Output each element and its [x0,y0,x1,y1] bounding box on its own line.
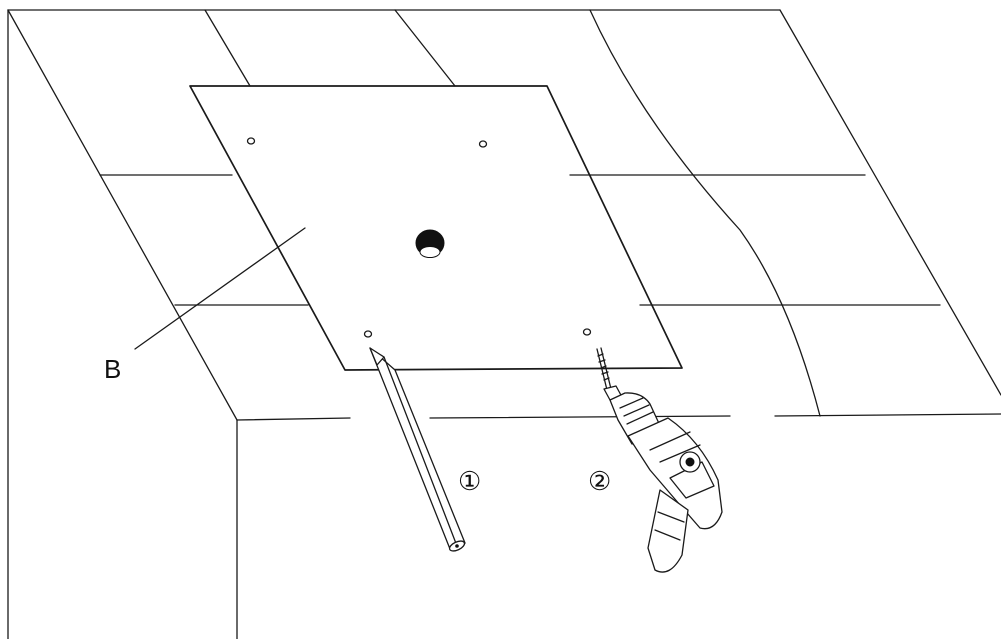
screw-hole-icon [478,140,488,148]
power-drill-icon [596,347,723,573]
cable-hole-icon [415,229,445,258]
screw-hole-icon [246,137,256,145]
label-b-leader [134,227,306,350]
pencil-icon [369,347,466,552]
ceiling-tile-grid [7,9,1001,417]
screw-hole-icon [363,330,373,338]
wall-corner [7,9,1001,639]
step-1-label: ① [458,467,481,497]
step-2-label: ② [588,467,611,497]
mounting-plate-b [189,85,683,371]
label-part-b: B [104,354,121,384]
screw-hole-icon [582,328,592,336]
